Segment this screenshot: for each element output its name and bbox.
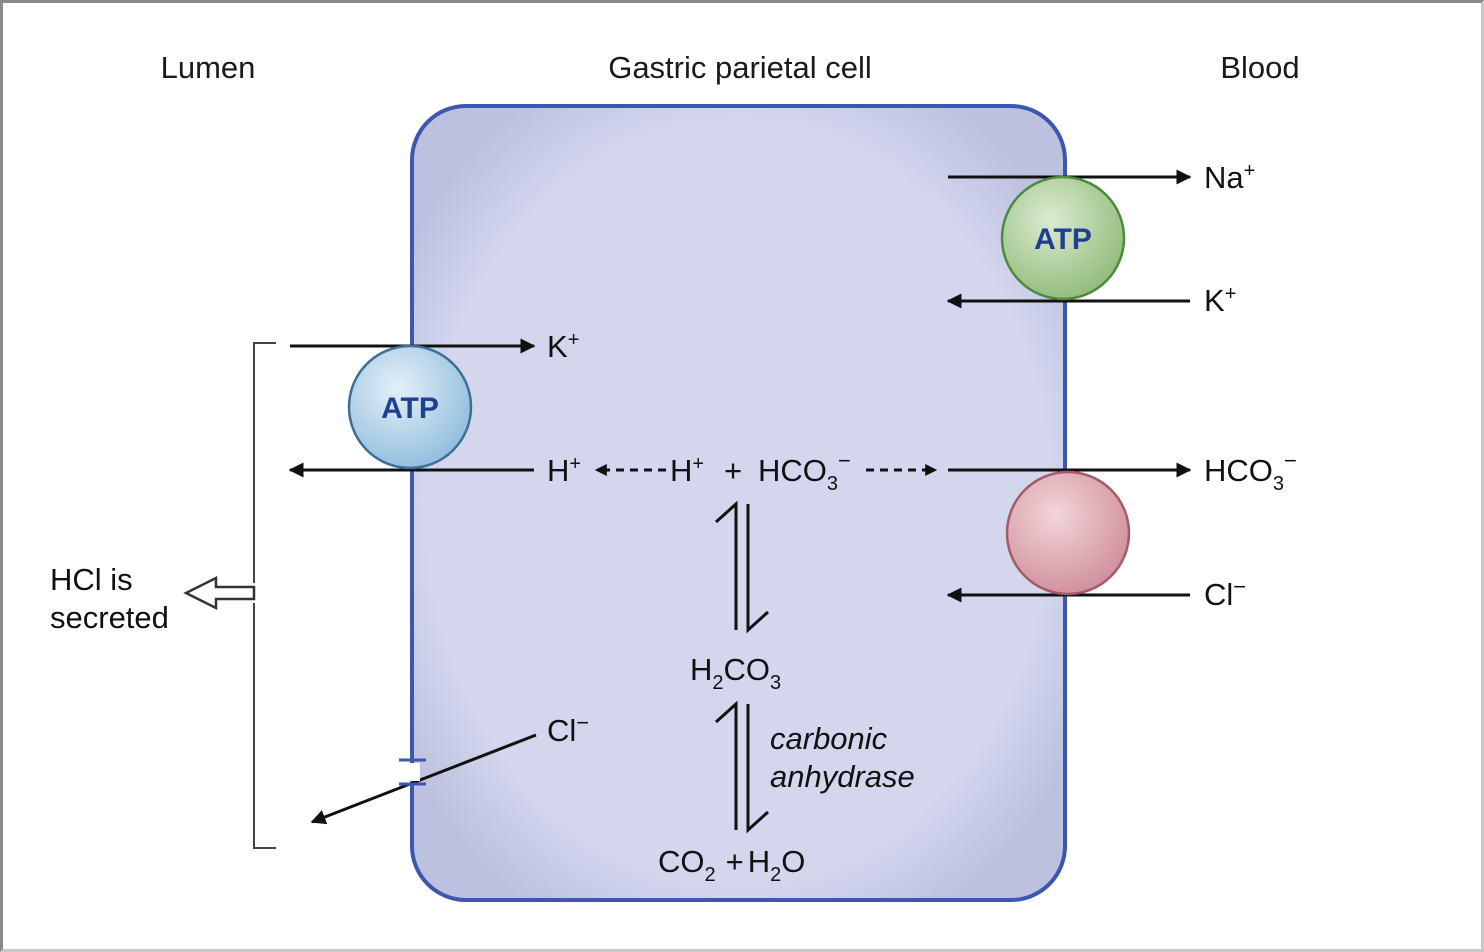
equilibrium-arrow-lower <box>714 700 770 834</box>
na-k-atpase-pump <box>1000 175 1126 301</box>
k-blood-label: K+ <box>1204 283 1236 318</box>
hcl-secreted-line2: secreted <box>50 600 169 635</box>
enzyme-label-line1: carbonic <box>770 721 888 756</box>
secretion-bracket-bottom <box>253 603 276 849</box>
lumen-header: Lumen <box>161 50 256 85</box>
hcl-secreted-line1: HCl is <box>50 562 133 597</box>
cell-header: Gastric parietal cell <box>608 50 872 85</box>
enzyme-label-line2: anhydrase <box>770 759 915 794</box>
reaction-plus: + <box>724 453 742 488</box>
h-k-atpase-pump <box>347 344 473 470</box>
cl-lumen-label: Cl− <box>547 710 589 748</box>
secretion-bracket-top <box>253 342 276 583</box>
cl-blood-label: Cl− <box>1204 574 1246 612</box>
cl-channel <box>399 758 426 786</box>
k-lumen-label: K+ <box>547 329 579 364</box>
hco3-cl-exchanger <box>1005 470 1131 596</box>
blood-pump-atp-label: ATP <box>1034 223 1092 256</box>
lumen-pump-atp-label: ATP <box>381 392 439 425</box>
h2co3-label: H2CO3 <box>690 652 781 694</box>
hco3-reaction-label: HCO3− <box>758 448 851 495</box>
h-lumen-label: H+ <box>547 453 581 488</box>
parietal-cell-body <box>410 104 1067 902</box>
na-blood-label: Na+ <box>1204 160 1255 195</box>
equilibrium-arrow-upper <box>714 500 770 634</box>
blood-header: Blood <box>1220 50 1299 85</box>
hco3-blood-label: HCO3− <box>1204 448 1297 495</box>
co2-h2o-label: CO2+H2O <box>658 844 805 886</box>
cl-lumen-arrow <box>310 733 537 825</box>
h-reaction-label: H+ <box>670 453 704 488</box>
hcl-secretion-hollow-arrow <box>183 575 256 611</box>
